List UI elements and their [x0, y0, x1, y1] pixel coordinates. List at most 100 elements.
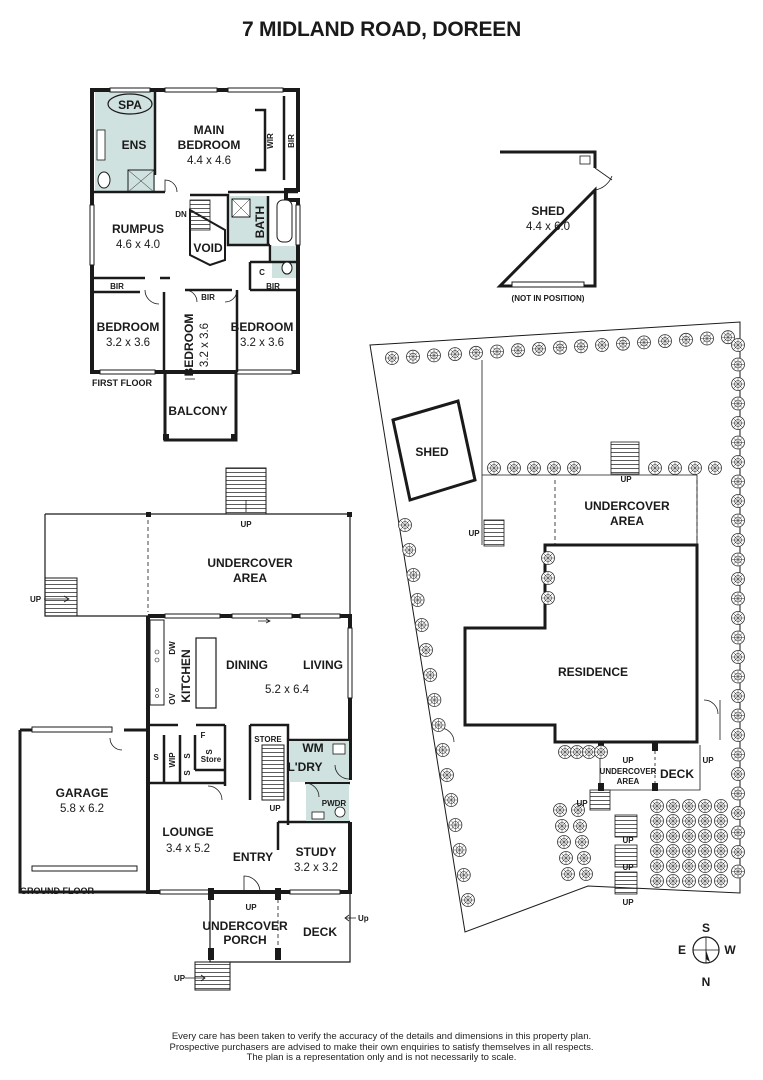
spa-bath — [107, 93, 153, 115]
disclaimer: Every care has been taken to verify the … — [0, 1031, 763, 1064]
tree-icon — [688, 461, 702, 475]
bathtub — [276, 199, 293, 243]
tree-icon — [731, 572, 745, 586]
wc-toilet — [281, 261, 293, 275]
tree-icon — [435, 743, 450, 757]
s4-label: S — [205, 749, 214, 755]
tree-icon — [731, 689, 745, 703]
bedroom-right-label: BEDROOM — [231, 320, 294, 334]
first-floor-plan: SPA ENS MAIN BEDROOM 4.4 x 4.6 WIR BIR D… — [89, 87, 301, 442]
tree-icon — [423, 668, 438, 682]
tree-icon — [731, 786, 745, 801]
tree-icon — [698, 814, 712, 828]
tree-icon — [714, 814, 728, 828]
store-small-label: Store — [201, 755, 222, 764]
tree-icon — [490, 344, 504, 359]
tree-icon — [444, 793, 459, 807]
tree-icon — [731, 591, 745, 606]
tree-icon — [698, 874, 712, 888]
bedroom-right-dim: 3.2 x 3.6 — [240, 337, 284, 349]
tree-icon — [698, 844, 712, 858]
up-porch-label: UP — [245, 903, 257, 912]
tree-icon — [682, 829, 696, 843]
tree-icon — [577, 851, 591, 865]
tree-icon — [731, 455, 745, 469]
up-bottom-label: UP — [174, 974, 186, 983]
compass-w: W — [724, 943, 736, 957]
balcony-label: BALCONY — [168, 404, 227, 418]
tree-icon — [574, 339, 588, 354]
tree-icon — [714, 844, 728, 858]
garage-dim: 5.8 x 6.2 — [60, 803, 104, 815]
tree-icon — [731, 513, 745, 528]
site-up-c: UP — [576, 799, 588, 808]
tree-icon — [650, 829, 664, 843]
tree-icon — [731, 338, 745, 352]
tree-icon — [731, 630, 745, 645]
tree-icon — [731, 533, 745, 547]
up-stair-label: UP — [269, 804, 281, 813]
tree-icon — [708, 461, 722, 475]
tree-icon — [541, 591, 555, 605]
rumpus-dim: 4.6 x 4.0 — [116, 239, 160, 251]
tree-icon — [666, 814, 680, 828]
site-area-label: AREA — [610, 514, 644, 528]
tree-icon — [414, 618, 429, 632]
ground-floor-plan: UP UNDERCOVER AREA UP DW KITCHEN OV DINI… — [18, 467, 369, 991]
disclaimer-line-1: Every care has been taken to verify the … — [171, 1031, 592, 1042]
kitchen-label: KITCHEN — [179, 649, 193, 702]
shed-note: (NOT IN POSITION) — [512, 294, 585, 303]
tree-icon — [385, 351, 399, 365]
tree-icon — [575, 835, 589, 849]
tree-icon — [731, 650, 745, 664]
site-undercover-label: UNDERCOVER — [584, 499, 670, 513]
tree-icon — [440, 768, 454, 782]
residence-outline — [463, 543, 699, 744]
undercover-label: UNDERCOVER — [207, 556, 293, 570]
s2-label: S — [183, 753, 192, 759]
tree-icon — [650, 799, 664, 813]
main-bedroom-dim: 4.4 x 4.6 — [187, 155, 231, 167]
site-up-top: UP — [620, 475, 632, 484]
tree-icon — [406, 349, 420, 364]
tree-icon — [567, 461, 581, 475]
first-floor-outer-wall — [90, 88, 300, 374]
tree-icon — [682, 814, 696, 828]
garage-label: GARAGE — [56, 786, 109, 800]
wip-label: WIP — [168, 752, 177, 768]
compass-arrow-icon — [706, 950, 710, 962]
tree-icon — [731, 435, 745, 450]
undercover-left-stairs — [44, 577, 78, 617]
up-deck-label: Up — [358, 914, 369, 923]
c-label: C — [259, 268, 265, 277]
tree-icon — [666, 844, 680, 858]
tree-icon — [731, 708, 745, 723]
residence-label: RESIDENCE — [558, 665, 628, 679]
tree-icon — [731, 825, 745, 840]
tree-icon — [637, 335, 651, 350]
ensuite-shower — [127, 169, 155, 193]
tree-icon — [431, 718, 446, 732]
tree-icon — [731, 864, 745, 879]
site-up-left: UP — [468, 529, 480, 538]
void-label: VOID — [193, 241, 223, 255]
site-up-b: UP — [702, 756, 714, 765]
living-label: LIVING — [303, 658, 343, 672]
tree-icon — [532, 341, 546, 356]
bir-right-label: BIR — [266, 282, 280, 291]
tree-icon — [558, 745, 572, 759]
wir-label: WIR — [266, 133, 275, 149]
shed-label: SHED — [531, 204, 565, 218]
site-up-a: UP — [622, 756, 634, 765]
tree-icon — [666, 799, 680, 813]
tree-icon — [616, 336, 630, 351]
tree-icon — [398, 518, 412, 532]
powder-label: PWDR — [322, 799, 347, 808]
disclaimer-line-3: The plan is a representation only and is… — [246, 1052, 517, 1063]
ground-floor-label: GROUND FLOOR — [20, 886, 94, 896]
study-label: STUDY — [296, 845, 337, 859]
tree-icon — [427, 348, 441, 363]
first-floor-stairs — [189, 199, 211, 231]
site-uc-small-1: UNDERCOVER — [600, 767, 657, 776]
